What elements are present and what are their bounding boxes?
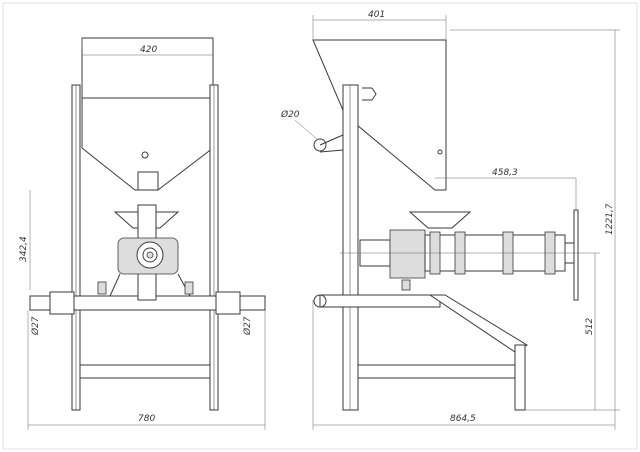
dim-overall-height: 1221,7 — [605, 203, 615, 235]
dim-outlet-height: 512 — [585, 318, 595, 335]
dim-height-342: 342,4 — [19, 236, 29, 262]
dim-overall-length: 864,5 — [450, 414, 476, 424]
front-lower-frame — [79, 364, 211, 379]
side-lower-frame — [357, 364, 516, 379]
dim-shaft-dia-right: Ø27 — [242, 316, 253, 336]
side-rear-leg — [514, 344, 526, 411]
gearbox — [389, 229, 426, 279]
dim-hopper-width: 420 — [140, 45, 157, 55]
die-plate — [573, 209, 579, 301]
front-view: 420 342,4 Ø27 Ø27 780 — [19, 37, 266, 430]
side-hopper — [312, 39, 447, 191]
side-column — [342, 84, 359, 411]
dim-hopper-depth: 401 — [368, 10, 385, 20]
side-pin — [313, 138, 327, 152]
dim-pin-dia: Ø20 — [280, 109, 300, 120]
hopper-outlet — [137, 171, 159, 191]
extruder-funnel — [408, 211, 472, 229]
side-frame-top — [319, 294, 441, 308]
hinge — [362, 87, 377, 101]
dim-overall-width: 780 — [138, 414, 155, 424]
side-frame-diagonal — [428, 294, 528, 353]
hopper-valve-handle — [141, 151, 149, 159]
hopper-box — [81, 37, 214, 99]
dim-shaft-dia-left: Ø27 — [30, 316, 41, 336]
side-view: 401 Ø20 458,3 1221,7 512 864,5 — [280, 10, 620, 430]
dim-outlet-offset: 458,3 — [492, 168, 518, 178]
